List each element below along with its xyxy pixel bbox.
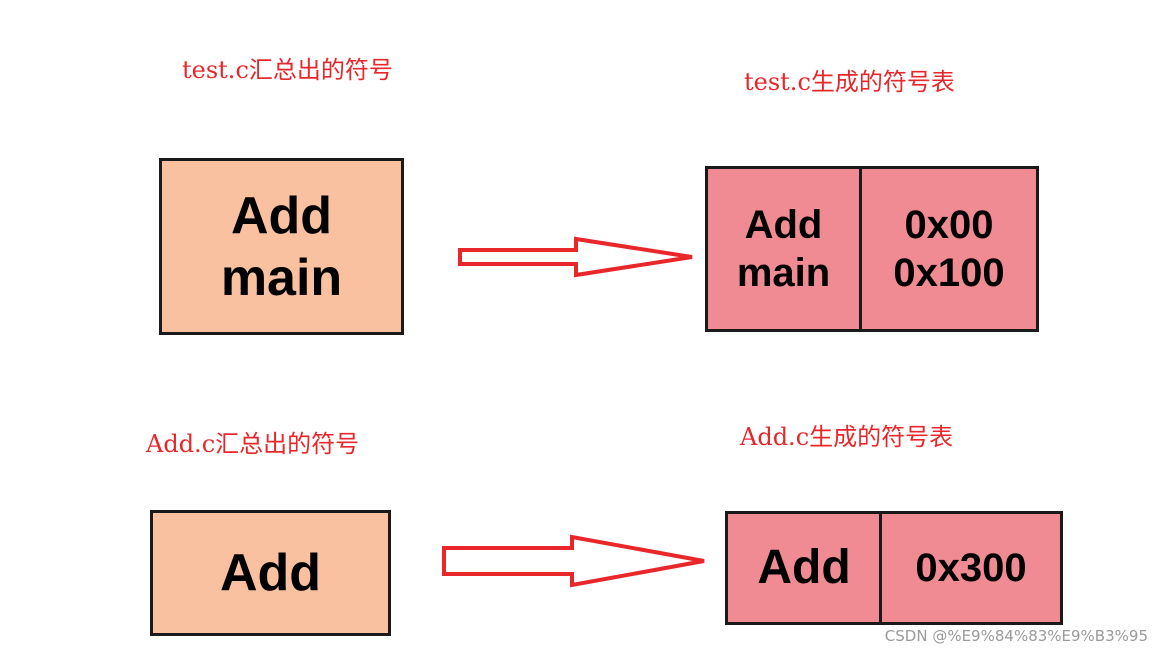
table-symbol-name: Add [744, 203, 823, 247]
right-hollow-arrow-icon [442, 534, 705, 588]
table-symbol-address: 0x300 [915, 546, 1027, 590]
symbol-name: Add [219, 544, 322, 602]
add-c-table-name-cell: Add [725, 511, 883, 625]
test-c-symbols-caption: test.c汇总出的符号 [182, 56, 393, 84]
add-c-table-address-cell: 0x300 [879, 511, 1063, 625]
table-symbol-name: Add [757, 541, 851, 594]
add-c-symbols-caption: Add.c汇总出的符号 [146, 430, 360, 458]
table-symbol-name: main [736, 251, 831, 295]
right-hollow-arrow-icon [458, 236, 693, 278]
add-c-symbols-box: Add [150, 510, 391, 636]
add-c-symbol-table-caption: Add.c生成的符号表 [740, 423, 954, 451]
test-c-table-address-cell: 0x00 0x100 [859, 166, 1039, 332]
test-c-symbols-box: Add main [159, 158, 404, 335]
table-symbol-address: 0x00 [904, 203, 994, 247]
test-c-symbol-table-caption: test.c生成的符号表 [744, 68, 955, 96]
symbol-name: Add [230, 186, 333, 245]
test-c-table-name-cell: Add main [705, 166, 862, 332]
table-symbol-address: 0x100 [893, 251, 1005, 295]
symbol-name: main [220, 248, 343, 307]
csdn-watermark: CSDN @%E9%84%83%E9%B3%95 [884, 627, 1148, 645]
